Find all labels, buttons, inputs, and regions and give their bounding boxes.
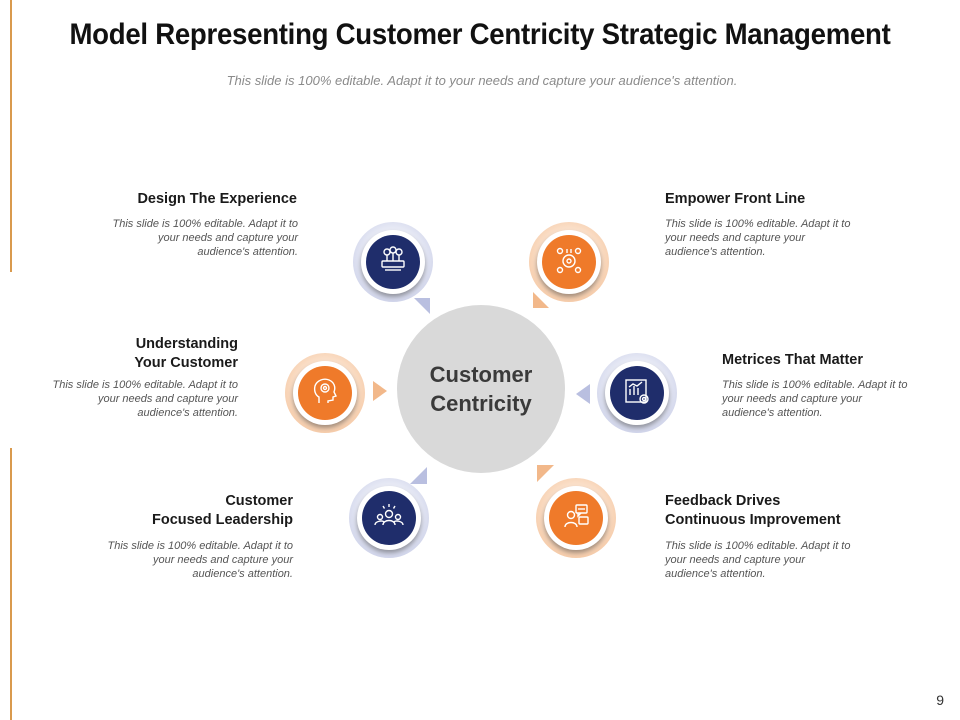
center-label: Customer Centricity	[429, 362, 533, 416]
heading-empower-front-line: Empower Front Line	[665, 191, 806, 207]
gears-team-icon	[553, 244, 585, 281]
heading-metrices-matter: Metrices That Matter	[722, 352, 864, 368]
arrow-mid-right	[576, 384, 590, 404]
arrow-bottom-right	[537, 465, 554, 482]
node-feedback-improvement	[536, 478, 616, 558]
node-design-experience	[353, 222, 433, 302]
chart-target-icon	[621, 375, 653, 412]
desc-understanding-customer: This slide is 100% editable. Adapt it to…	[52, 379, 238, 419]
leadership-group-icon	[373, 500, 405, 537]
desc-feedback-improvement: This slide is 100% editable. Adapt it to…	[665, 540, 851, 580]
arrow-top-right	[533, 292, 549, 308]
node-focused-leadership	[349, 478, 429, 558]
arrow-mid-left	[373, 381, 387, 401]
heading-design-experience: Design The Experience	[137, 191, 297, 207]
heading-understanding-customer: Understanding Your Customer	[134, 336, 238, 371]
desc-metrices-matter: This slide is 100% editable. Adapt it to…	[722, 379, 908, 419]
page-number: 9	[936, 692, 944, 708]
slide-title: Model Representing Customer Centricity S…	[69, 18, 891, 51]
desc-empower-front-line: This slide is 100% editable. Adapt it to…	[665, 218, 851, 258]
bulbs-ideas-icon	[377, 244, 409, 281]
heading-feedback-improvement: Feedback Drives Continuous Improvement	[665, 493, 841, 528]
accent-rule-top	[10, 0, 12, 272]
node-understanding-customer	[285, 353, 365, 433]
heading-focused-leadership: Customer Focused Leadership	[151, 493, 293, 528]
desc-design-experience: This slide is 100% editable. Adapt it to…	[112, 218, 298, 258]
feedback-chat-icon	[560, 500, 592, 537]
node-metrices-matter	[597, 353, 677, 433]
slide-subtitle: This slide is 100% editable. Adapt it to…	[226, 73, 738, 88]
head-gear-icon	[309, 375, 341, 412]
node-empower-front-line	[529, 222, 609, 302]
arrow-bottom-left	[410, 467, 427, 484]
accent-rule-bottom	[10, 448, 12, 720]
arrow-top-left	[414, 298, 430, 314]
desc-focused-leadership: This slide is 100% editable. Adapt it to…	[107, 540, 293, 580]
center-circle: Customer Centricity	[397, 305, 565, 473]
